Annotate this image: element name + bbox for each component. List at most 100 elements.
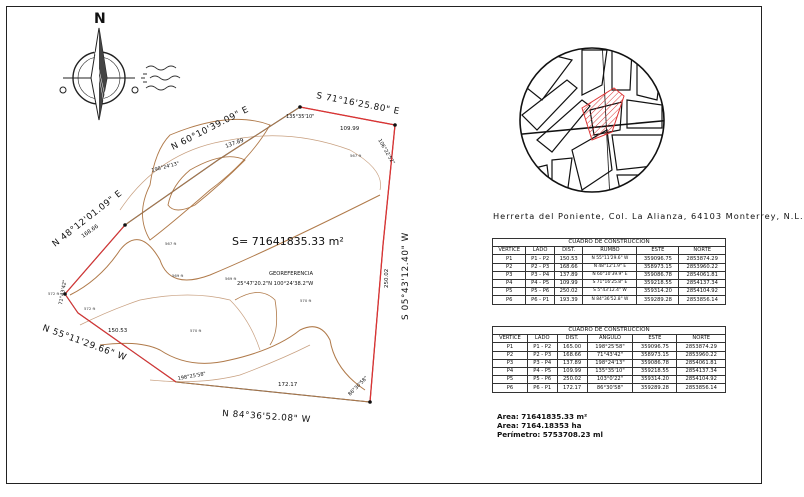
table-cell: P3 — [491, 270, 527, 280]
table-cell: P4 - P5 — [526, 366, 558, 377]
table-cell: P1 - P2 — [525, 254, 555, 264]
table-cell: 103°0'22" — [586, 375, 634, 385]
angle-label: 198°24'13" — [151, 161, 180, 174]
table-header: DIST. — [553, 246, 584, 256]
dist-label: 135°35'10" — [286, 114, 314, 120]
angle-label: 71°43'42" — [58, 279, 68, 305]
table-cell: 2854061.81 — [678, 270, 726, 280]
table-header: NORTE — [678, 246, 726, 256]
table-cell: 359289.28 — [632, 383, 678, 393]
table-cell: 193.39 — [553, 295, 584, 305]
table-cell: 359314.20 — [636, 287, 680, 297]
table-cell: P5 - P6 — [525, 287, 555, 297]
table-cell: 168.66 — [553, 262, 584, 272]
construction-table-rumbo: CUADRO DE CONSTRUCCION VERTICE LADO DIST… — [491, 237, 726, 305]
table-cell: 2853960.22 — [676, 350, 726, 360]
table-header: NORTE — [676, 334, 726, 344]
table-cell: 359218.55 — [632, 366, 678, 377]
bearing-left-upper: N 48°12'01.09" E — [51, 189, 125, 250]
table-cell: P6 - P1 — [525, 295, 555, 305]
table-cell: P5 — [492, 375, 528, 385]
table-cell: S 5°43'12.4" W — [582, 287, 638, 297]
contour-label: 567 ft — [350, 153, 362, 158]
table-header: VERTICE — [492, 334, 528, 344]
table-cell: 250.02 — [553, 287, 584, 297]
dist-label: 109.99 — [340, 126, 360, 132]
table-cell: 359086.78 — [636, 270, 680, 280]
survey-map: S 71°16'25.80" E N 60°10'39.09" E N 48°1… — [41, 91, 411, 425]
table-cell: P5 - P6 — [526, 375, 558, 385]
table-cell: P2 — [492, 350, 528, 360]
table-cell: N 84°36'52.8" W — [582, 295, 638, 305]
table-cell: P3 - P4 — [525, 270, 555, 280]
table-caption: CUADRO DE CONSTRUCCION — [492, 237, 726, 248]
contour-label: 570 ft — [300, 298, 312, 303]
table-cell: 137.89 — [556, 358, 588, 368]
table-cell: P2 - P3 — [526, 350, 558, 360]
table-cell: 2854061.81 — [676, 358, 726, 368]
table-cell: P6 — [491, 295, 527, 305]
construction-table-angulo: CUADRO DE CONSTRUCCION VERTICE LADO DIST… — [492, 325, 726, 393]
table-cell: 165.00 — [556, 342, 588, 352]
contour-label: 569 ft — [172, 273, 184, 278]
georef-coords: 25°47'20.2"N 100°24'38.2"W — [237, 281, 313, 287]
table-header: VERTICE — [491, 246, 527, 256]
table-cell: 172.17 — [556, 383, 588, 393]
area-summary: Area: 71641835.33 m² Area: 7164.18353 ha… — [497, 412, 603, 439]
table-cell: S 71°16'25.8" E — [582, 278, 638, 289]
contour-label: 569 ft — [225, 276, 237, 281]
table-cell: P3 — [492, 358, 528, 368]
table-cell: 109.99 — [553, 278, 584, 289]
table-cell: P2 - P3 — [525, 262, 555, 272]
table-cell: 359218.55 — [636, 278, 680, 289]
summary-perimeter: Perímetro: 5753708.23 ml — [497, 430, 604, 439]
table-cell: N 60°10'39.9" E — [582, 270, 638, 280]
table-cell: 168.66 — [556, 350, 588, 360]
contour-label: 572 ft — [84, 306, 96, 311]
table-cell: 250.02 — [556, 375, 588, 385]
table-cell: 2854137.34 — [678, 278, 726, 289]
table-caption: CUADRO DE CONSTRUCCION — [492, 325, 726, 336]
table-cell: 359314.20 — [632, 375, 678, 385]
table-header: RUMBO — [582, 246, 638, 256]
table-cell: 2853960.22 — [678, 262, 726, 272]
dist-label: 172.17 — [278, 382, 298, 388]
table-cell: 2854137.34 — [676, 366, 726, 377]
table-cell: P5 — [491, 287, 527, 297]
table-cell: 359096.75 — [632, 342, 678, 352]
area-label: S= 71641835.33 m² — [232, 235, 344, 248]
table-cell: P1 — [491, 254, 527, 264]
table-cell: 2854104.92 — [676, 375, 726, 385]
table-cell: 2853856.14 — [676, 383, 726, 393]
table-cell: 358973.15 — [636, 262, 680, 272]
table-cell: 2853874.29 — [678, 254, 726, 264]
angle-label: 198°25'58" — [177, 371, 206, 382]
table-cell: P4 - P5 — [525, 278, 555, 289]
table-cell: 137.89 — [553, 270, 584, 280]
contour-label: 567 ft — [165, 241, 177, 246]
north-arrow-icon: N — [59, 11, 181, 121]
contour-label: 570 ft — [190, 328, 202, 333]
location-title: Herrerta del Poniente, Col. La Alianza, … — [493, 211, 804, 221]
table-cell: P4 — [491, 278, 527, 289]
table-cell: 71°43'42" — [586, 350, 634, 360]
table-cell: 2854104.92 — [678, 287, 726, 297]
table-header: ESTE — [636, 246, 680, 256]
table-cell: 198°25'58" — [586, 342, 634, 352]
table-cell: 2853856.14 — [678, 295, 726, 305]
georef-title: GEOREFERENCIA — [269, 271, 313, 277]
table-header: ESTE — [632, 334, 678, 344]
table-cell: P1 - P2 — [526, 342, 558, 352]
table-cell: 135°35'10" — [586, 366, 634, 377]
table-header: ANGULO — [586, 334, 634, 344]
table-cell: 359086.78 — [632, 358, 678, 368]
